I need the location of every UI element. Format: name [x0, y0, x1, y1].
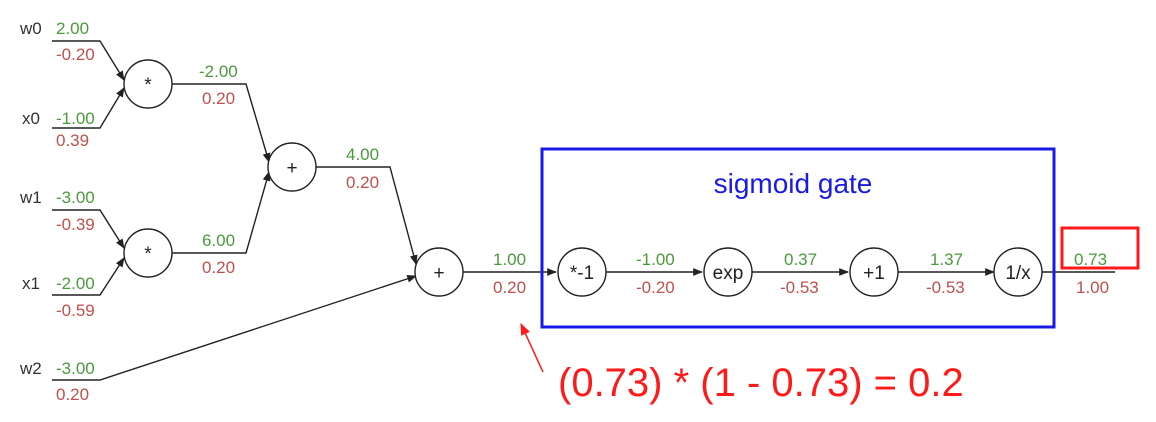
input-label: x1	[22, 274, 40, 293]
forward-value: 1.00	[493, 250, 526, 269]
forward-value: -2.00	[199, 62, 238, 81]
backward-value: -0.53	[780, 278, 819, 297]
input-w1: w1 -3.00 -0.39	[19, 188, 95, 234]
gate-mul-1: *	[123, 59, 173, 109]
backward-value: 0.20	[202, 258, 235, 277]
output-backward-value: 1.00	[1076, 278, 1109, 297]
input-label: w0	[19, 19, 42, 38]
gate-recip: 1/x	[993, 247, 1043, 297]
forward-value: -1.00	[636, 250, 675, 269]
input-label: w1	[19, 188, 42, 207]
gate-add-2: +	[414, 247, 464, 297]
gate-label: exp	[713, 263, 744, 284]
gate-label: *	[144, 75, 152, 96]
forward-value: -3.00	[56, 188, 95, 207]
backward-value: -0.53	[926, 278, 965, 297]
forward-value: -2.00	[56, 274, 95, 293]
gate-circle	[557, 247, 607, 297]
edge-mul1-add1	[172, 83, 271, 163]
gate-circle	[993, 247, 1043, 297]
forward-value: -3.00	[56, 359, 95, 378]
backward-value: 0.39	[56, 131, 89, 150]
gate-label: +1	[863, 263, 885, 284]
gate-circle	[703, 247, 753, 297]
edge-w0-mul1	[52, 40, 125, 81]
input-w0: w0 2.00 -0.20	[19, 19, 95, 64]
gate-plus1: +1	[849, 247, 899, 297]
gate-exp: exp	[703, 247, 753, 297]
edge-w2-add2	[52, 275, 417, 381]
forward-value: 4.00	[346, 145, 379, 164]
forward-value: -1.00	[56, 109, 95, 128]
gate-neg: *-1	[557, 247, 607, 297]
gate-circle	[267, 142, 317, 192]
sigmoid-gate-title: sigmoid gate	[714, 168, 873, 199]
edge-x1-mul2	[52, 257, 125, 296]
output-forward-value: 0.73	[1074, 250, 1107, 269]
gate-label: *	[144, 244, 152, 265]
gate-circle	[849, 247, 899, 297]
sigmoid-gate-box: sigmoid gate	[540, 147, 1056, 329]
gate-circle	[414, 247, 464, 297]
edge-values: -2.00 0.20 6.00 0.20 4.00 0.20 1.00 0.20…	[199, 62, 1109, 297]
edge-w1-mul2	[52, 209, 125, 249]
forward-value: 6.00	[202, 231, 235, 250]
gate-circle	[123, 59, 173, 109]
backward-value: -0.20	[636, 278, 675, 297]
annotation-arrow	[520, 322, 544, 373]
forward-value: 0.37	[784, 250, 817, 269]
gate-mul-2: *	[123, 228, 173, 278]
gate-label: +	[433, 263, 444, 284]
gate-label: 1/x	[1005, 263, 1031, 284]
forward-value: 1.37	[930, 250, 963, 269]
input-w2: w2 -3.00 0.20	[19, 359, 95, 404]
backward-value: 0.20	[56, 385, 89, 404]
forward-value: 2.00	[56, 19, 89, 38]
gate-label: +	[286, 158, 297, 179]
sigmoid-box-border	[540, 147, 1056, 329]
input-label: x0	[22, 109, 40, 128]
input-label: w2	[19, 359, 42, 378]
edge-mul2-add1	[172, 171, 271, 254]
backward-value: -0.39	[56, 215, 95, 234]
input-x1: x1 -2.00 -0.59	[22, 274, 95, 320]
output-highlight-box	[1060, 226, 1140, 270]
gate-label: *-1	[570, 263, 594, 284]
backward-value: 0.20	[493, 278, 526, 297]
gate-add-1: +	[267, 142, 317, 192]
backward-value: 0.20	[202, 89, 235, 108]
edge-add1-add2	[316, 166, 418, 265]
backward-value: -0.59	[56, 301, 95, 320]
gate-circle	[123, 228, 173, 278]
backward-value: -0.20	[56, 45, 95, 64]
annotation-formula: (0.73) * (1 - 0.73) = 0.2	[558, 361, 964, 405]
backward-value: 0.20	[346, 173, 379, 192]
edge-x0-mul1	[52, 87, 125, 129]
input-x0: x0 -1.00 0.39	[22, 109, 95, 150]
gradient-annotation: (0.73) * (1 - 0.73) = 0.2	[520, 322, 964, 405]
